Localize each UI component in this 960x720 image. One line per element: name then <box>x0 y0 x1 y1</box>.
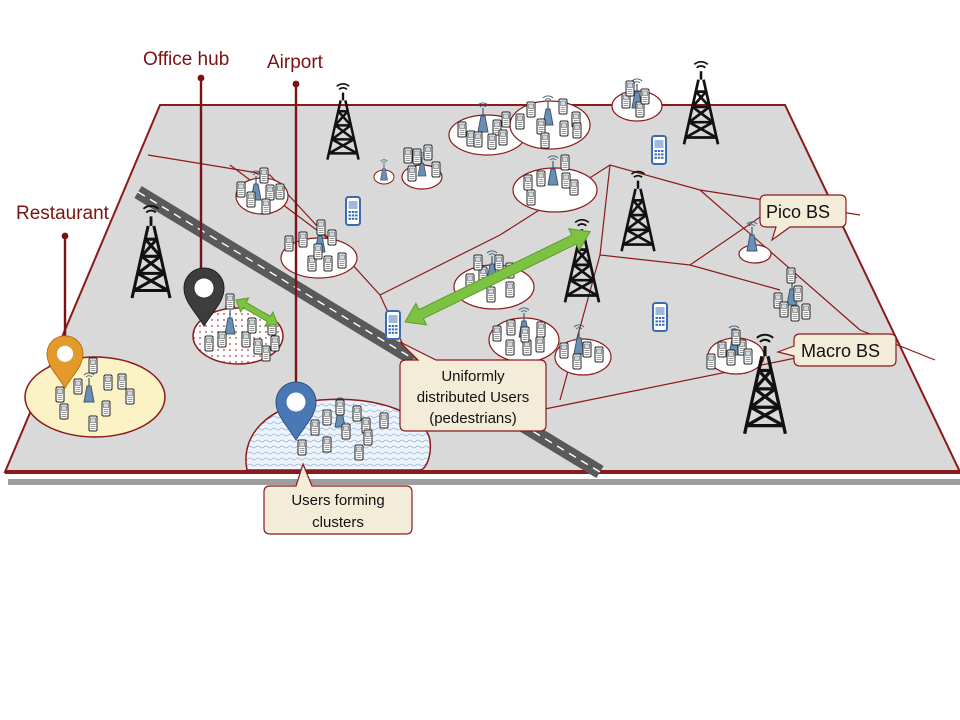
macro-bs-callout: Macro BS <box>775 333 897 367</box>
airport-pin-icon <box>275 381 317 441</box>
uniform-users-line1: Uniformly <box>441 368 505 385</box>
uniform-users-callout: Uniformly distributed Users (pedestrians… <box>399 341 547 432</box>
restaurant-pin-icon <box>46 335 84 389</box>
short-link-arrow <box>235 297 279 327</box>
mobile-phone-icon <box>345 196 361 226</box>
office-hub-pin-icon <box>183 267 225 327</box>
restaurant-label: Restaurant <box>16 203 110 224</box>
pico-bs-callout: Pico BS <box>759 194 847 242</box>
clusters-callout: Users forming clusters <box>263 462 413 535</box>
clusters-line1: Users forming <box>291 492 384 509</box>
uniform-users-line2: distributed Users <box>417 389 530 406</box>
callouts: Pico BS Macro BS Uniformly distributed U… <box>263 194 897 535</box>
long-link-arrow <box>404 228 591 326</box>
mobile-phone-icon <box>652 302 668 332</box>
mobile-phone-icon <box>651 135 667 165</box>
airport-label: Airport <box>267 52 324 73</box>
pin-leader-lines <box>63 78 298 390</box>
pin-labels: Office hub Airport Restaurant <box>16 49 324 224</box>
map-pins <box>46 267 317 441</box>
mobile-phone-icon <box>385 310 401 340</box>
uniform-users-line3: (pedestrians) <box>429 410 517 427</box>
link-arrows <box>235 228 591 327</box>
pico-bs-label: Pico BS <box>766 202 830 222</box>
clusters-line2: clusters <box>312 514 364 531</box>
macro-bs-label: Macro BS <box>801 341 880 361</box>
office-hub-label: Office hub <box>143 49 229 70</box>
